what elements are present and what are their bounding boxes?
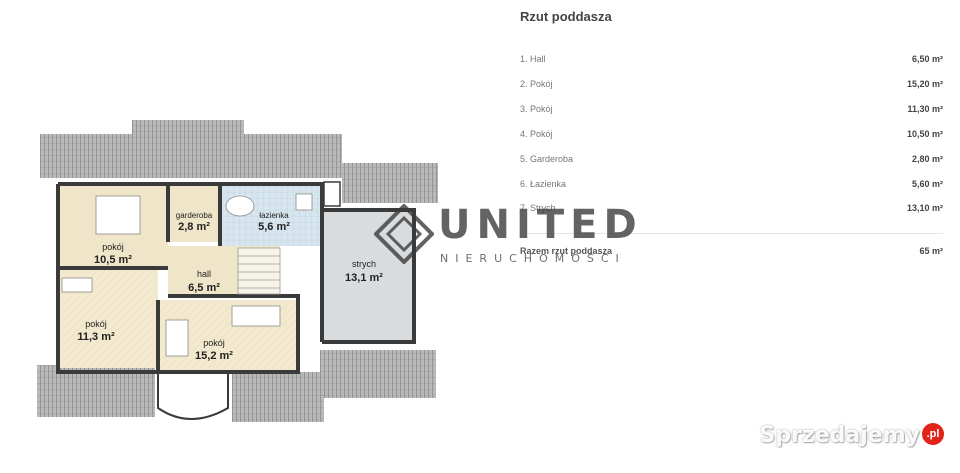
area-row: 5. Garderoba 2,80 m² xyxy=(520,154,943,168)
room-label: 1. Hall xyxy=(520,54,546,64)
room-label: 7. Strych xyxy=(520,203,556,213)
divider xyxy=(520,233,943,234)
room-area: 11,3 m² xyxy=(77,331,115,343)
room-floor-wardrobe xyxy=(168,186,220,242)
area-row: 3. Pokój 11,30 m² xyxy=(520,104,943,118)
room-value: 6,50 m² xyxy=(911,54,943,64)
floor-plan: pokój 10,5 m² garderoba 2,8 m² łazienka … xyxy=(37,120,438,422)
room-name: hall xyxy=(197,269,211,279)
total-label: Razem rzut poddasza xyxy=(520,246,613,256)
area-row: 7. Strych 13,10 m² xyxy=(520,203,943,217)
room-label: 4. Pokój xyxy=(520,129,553,139)
room-label: 3. Pokój xyxy=(520,104,553,114)
area-row: 6. Łazienka 5,60 m² xyxy=(520,179,943,193)
room-area: 15,2 m² xyxy=(195,350,233,362)
room-name: strych xyxy=(352,259,376,269)
room-area: 13,1 m² xyxy=(345,272,383,284)
room-label: 5. Garderoba xyxy=(520,154,574,164)
room-name: pokój xyxy=(102,242,124,252)
area-row: 2. Pokój 15,20 m² xyxy=(520,79,943,93)
watermark-badge: .pl xyxy=(922,423,944,445)
room-value: 2,80 m² xyxy=(911,154,943,164)
furniture xyxy=(61,193,313,357)
room-name: garderoba xyxy=(176,211,213,220)
watermark-text: Sprzedajemy xyxy=(759,423,921,448)
room-name: pokój xyxy=(85,319,107,329)
logo-tagline: NIERUCHOMOŚCI xyxy=(440,252,626,265)
logo-wordmark: UNITED xyxy=(438,202,643,248)
chimney xyxy=(323,181,341,207)
site-watermark: Sprzedajemy.pl xyxy=(759,423,944,459)
diamond-logo-icon xyxy=(374,204,434,264)
walls xyxy=(56,182,416,374)
room-value: 5,60 m² xyxy=(911,179,943,189)
room-area: 2,8 m² xyxy=(178,221,210,233)
stairs xyxy=(237,247,281,295)
room-area: 5,6 m² xyxy=(258,221,290,233)
area-table: Rzut poddasza 1. Hall 6,50 m² 2. Pokój 1… xyxy=(520,0,945,300)
room-value: 11,30 m² xyxy=(907,104,943,114)
room-floor-attic xyxy=(322,210,414,342)
room-value: 15,20 m² xyxy=(906,79,943,89)
room-value: 13,10 m² xyxy=(906,203,943,213)
total-row: Razem rzut poddasza 65 m² xyxy=(520,246,943,260)
united-logo: UNITED NIERUCHOMOŚCI xyxy=(374,200,637,270)
room-name: pokój xyxy=(203,338,225,348)
room-label: 6. Łazienka xyxy=(520,179,567,189)
room-name: łazienka xyxy=(259,211,289,220)
bay-window xyxy=(157,374,229,420)
area-row: 1. Hall 6,50 m² xyxy=(520,54,943,68)
room-area: 10,5 m² xyxy=(94,254,132,266)
room-area: 6,5 m² xyxy=(188,282,220,294)
area-row: 4. Pokój 10,50 m² xyxy=(520,129,943,143)
panel-title: Rzut poddasza xyxy=(520,9,612,24)
room-value: 10,50 m² xyxy=(906,129,943,139)
total-value: 65 m² xyxy=(919,246,943,256)
roof-shingles xyxy=(37,120,438,422)
room-label: 2. Pokój xyxy=(520,79,553,89)
